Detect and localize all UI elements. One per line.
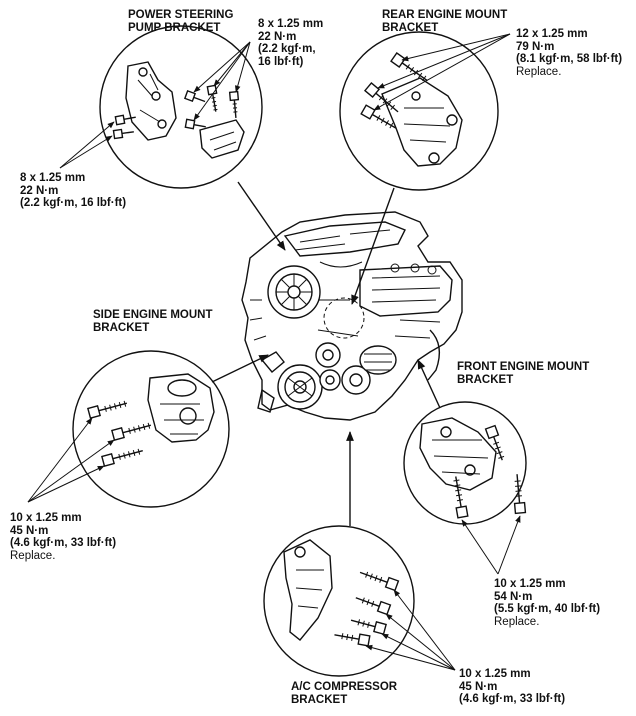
bolt-icon xyxy=(87,52,527,647)
label-line: (8.1 kgf·m, 58 lbf·ft) xyxy=(516,53,623,65)
label-line: Replace. xyxy=(516,65,562,78)
label-line: 12 x 1.25 mm xyxy=(516,28,588,40)
label-line: Replace. xyxy=(494,615,540,628)
label-line: BRACKET xyxy=(382,21,439,34)
label-line: 45 N·m xyxy=(459,680,498,693)
ac-torque-label: 10 x 1.25 mm 45 N·m (4.6 kgf·m, 33 lbf·f… xyxy=(459,668,565,706)
label-line: POWER STEERING xyxy=(128,9,234,21)
label-line: 10 x 1.25 mm xyxy=(459,668,531,680)
rear-bracket-label: REAR ENGINE MOUNT BRACKET xyxy=(382,9,507,34)
label-line: BRACKET xyxy=(93,321,150,334)
label-line: (4.6 kgf·m, 33 lbf·ft) xyxy=(10,537,117,549)
label-line: (5.5 kgf·m, 40 lbf·ft) xyxy=(494,603,601,615)
ps-torque-left-label: 8 x 1.25 mm 22 N·m (2.2 kgf·m, 16 lbf·ft… xyxy=(20,172,126,210)
ps-bracket-label: POWER STEERING PUMP BRACKET xyxy=(128,9,233,34)
rear-detail-circle xyxy=(339,31,499,191)
label-line: A/C COMPRESSOR xyxy=(291,681,398,693)
label-line: 79 N·m xyxy=(516,40,555,53)
label-line: BRACKET xyxy=(291,693,348,706)
label-line: SIDE ENGINE MOUNT xyxy=(93,309,213,321)
label-line: (4.6 kgf·m, 33 lbf·ft) xyxy=(459,693,566,705)
label-line: 8 x 1.25 mm xyxy=(258,18,324,30)
label-line: (2.2 kgf·m, 16 lbf·ft) xyxy=(20,197,127,209)
front-bracket-label: FRONT ENGINE MOUNT BRACKET xyxy=(457,361,589,386)
leader-lines xyxy=(27,33,521,671)
label-line: REAR ENGINE MOUNT xyxy=(382,9,508,21)
label-line: BRACKET xyxy=(457,373,514,386)
side-detail-circle xyxy=(72,350,230,508)
label-line: 54 N·m xyxy=(494,590,533,603)
ac-detail-circle xyxy=(263,525,415,677)
label-line: PUMP BRACKET xyxy=(128,21,221,34)
label-line: 45 N·m xyxy=(10,524,49,537)
side-torque-label: 10 x 1.25 mm 45 N·m (4.6 kgf·m, 33 lbf·f… xyxy=(10,512,116,562)
label-line: 16 lbf·ft) xyxy=(258,55,304,68)
label-line: FRONT ENGINE MOUNT xyxy=(457,361,590,373)
label-line: 22 N·m xyxy=(258,30,297,43)
label-line: (2.2 kgf·m, xyxy=(258,43,316,55)
ps-detail-circle xyxy=(99,25,263,189)
ac-bracket-label: A/C COMPRESSOR BRACKET xyxy=(291,681,397,706)
front-torque-label: 10 x 1.25 mm 54 N·m (5.5 kgf·m, 40 lbf·f… xyxy=(494,578,600,628)
label-line: 10 x 1.25 mm xyxy=(10,512,82,524)
label-line: Replace. xyxy=(10,549,56,562)
label-line: 8 x 1.25 mm xyxy=(20,172,86,184)
label-line: 22 N·m xyxy=(20,184,59,197)
label-line: 10 x 1.25 mm xyxy=(494,578,566,590)
side-bracket-label: SIDE ENGINE MOUNT BRACKET xyxy=(93,309,212,334)
engine-icon xyxy=(241,211,463,421)
rear-torque-label: 12 x 1.25 mm 79 N·m (8.1 kgf·m, 58 lbf·f… xyxy=(516,28,622,78)
ps-torque-top-label: 8 x 1.25 mm 22 N·m (2.2 kgf·m, 16 lbf·ft… xyxy=(258,18,323,68)
